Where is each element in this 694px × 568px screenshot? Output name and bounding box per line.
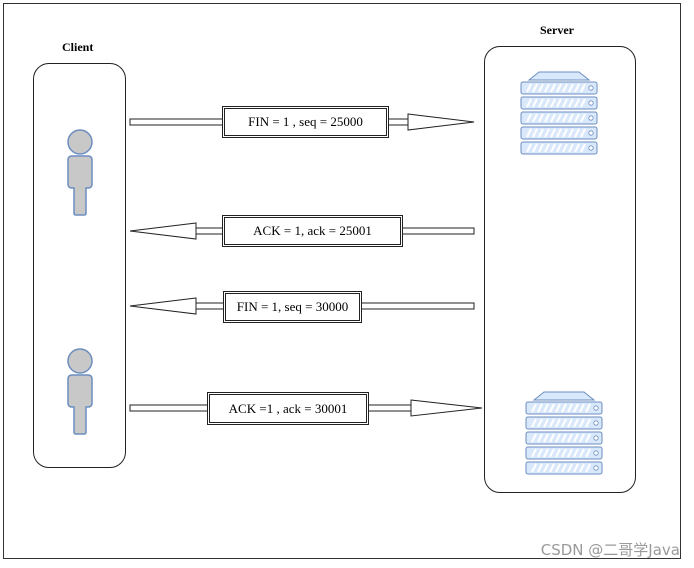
- client-lane-title: Client: [62, 40, 94, 54]
- message-label-ack-1: ACK = 1, ack = 25001: [222, 215, 403, 247]
- message-label-fin-2: FIN = 1, seq = 30000: [223, 291, 362, 323]
- server-lane-title: Server: [540, 23, 574, 37]
- arrow-fin-server-to-client: [129, 297, 475, 315]
- server-rack-icon: [525, 391, 603, 475]
- watermark: CSDN @二哥学Java: [540, 541, 680, 559]
- person-icon: [67, 129, 93, 216]
- message-label-fin-1: FIN = 1 , seq = 25000: [222, 106, 389, 138]
- server-rack-icon: [520, 71, 598, 155]
- arrow-ack-server-to-client: [129, 222, 475, 240]
- message-label-ack-2: ACK =1 , ack = 30001: [207, 392, 369, 425]
- person-icon: [67, 348, 93, 435]
- diagram-frame: [3, 3, 681, 559]
